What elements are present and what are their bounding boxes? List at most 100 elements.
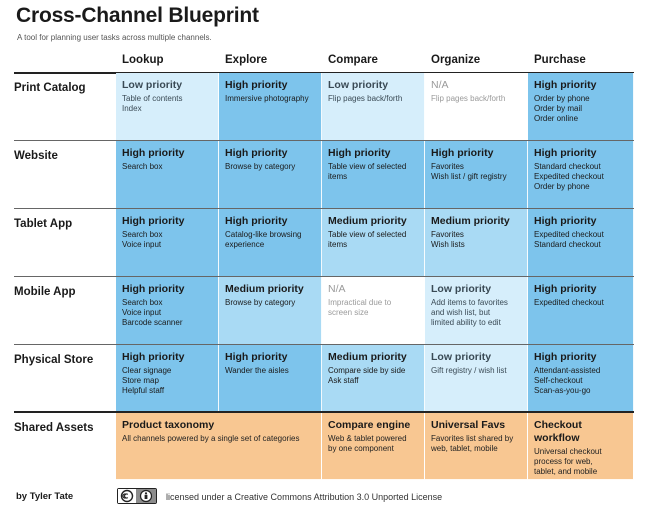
cell-detail: Barcode scanner [122, 318, 183, 327]
cell-detail: Expedited checkout [534, 298, 604, 307]
priority-label: High priority [225, 351, 288, 363]
cell-detail: Table view of selected [328, 162, 407, 171]
priority-label: High priority [534, 79, 597, 91]
priority-label: High priority [431, 147, 494, 159]
cell-detail: Attendant-assisted [534, 366, 601, 375]
cell-detail: screen size [328, 308, 369, 317]
row-header-mobile-app: Mobile App [14, 286, 76, 298]
priority-label: High priority [225, 147, 288, 159]
priority-label: Low priority [122, 79, 183, 91]
priority-label: Medium priority [225, 283, 304, 295]
row-header-physical-store: Physical Store [14, 354, 94, 366]
cell-detail: Expedited checkout [534, 172, 604, 181]
cell-detail: Wish lists [431, 240, 465, 249]
cell-detail: by one component [328, 444, 394, 453]
priority-label: High priority [328, 147, 391, 159]
shared-asset-title: Compare engine [328, 419, 411, 431]
column-header-explore: Explore [225, 54, 268, 66]
cell-detail: Index [122, 104, 142, 113]
priority-label: Low priority [431, 283, 492, 295]
priority-label: Low priority [328, 79, 389, 91]
column-header-purchase: Purchase [534, 54, 586, 66]
cell-detail: Ask staff [328, 376, 359, 385]
cell-detail: Immersive photography [225, 94, 309, 103]
priority-label: Medium priority [328, 351, 407, 363]
cell-detail: Favorites list shared by [431, 434, 514, 443]
cell-detail: web, tablet, mobile [431, 444, 498, 453]
shared-assets-rule [14, 411, 634, 413]
cell-detail: All channels powered by a single set of … [122, 434, 300, 443]
row-header-print-catalog: Print Catalog [14, 82, 86, 94]
shared-asset-title: Product taxonomy [122, 419, 215, 431]
column-header-compare: Compare [328, 54, 378, 66]
cell-detail: Order online [534, 114, 579, 123]
priority-label: High priority [534, 351, 597, 363]
cell-detail: Universal checkout [534, 447, 602, 456]
cell-detail: Browse by category [225, 298, 296, 307]
cell-detail: Helpful staff [122, 386, 165, 395]
cell-detail: Voice input [122, 240, 162, 249]
row-header-tablet-app: Tablet App [14, 218, 73, 230]
priority-label: Medium priority [328, 215, 407, 227]
row-rule [14, 208, 634, 209]
priority-label: Low priority [431, 351, 492, 363]
cell-detail: Scan-as-you-go [534, 386, 591, 395]
page-subtitle: A tool for planning user tasks across mu… [17, 33, 212, 42]
priority-label: High priority [225, 79, 288, 91]
cell-detail: Wander the aisles [225, 366, 289, 375]
cell-detail: Table of contents [122, 94, 183, 103]
cell-detail: Wish list / gift registry [431, 172, 507, 181]
cell-detail: items [328, 172, 348, 181]
cell-detail: tablet, and mobile [534, 467, 598, 476]
cell-detail: Gift registry / wish list [431, 366, 507, 375]
cell-detail: and wish list, but [431, 308, 491, 317]
cell-detail: Search box [122, 230, 163, 239]
cell-detail: Voice input [122, 308, 162, 317]
row-rule [14, 140, 634, 141]
priority-label: High priority [534, 215, 597, 227]
page-title: Cross-Channel Blueprint [16, 4, 259, 27]
cell-detail: Favorites [431, 230, 464, 239]
cell-detail: Order by mail [534, 104, 583, 113]
cell-detail: Compare side by side [328, 366, 406, 375]
cell-detail: Order by phone [534, 94, 590, 103]
cell-detail: limited ability to edit [431, 318, 501, 327]
cell-detail: Favorites [431, 162, 464, 171]
cell-detail: items [328, 240, 348, 249]
priority-label: High priority [122, 283, 185, 295]
row-rule [14, 344, 634, 345]
creative-commons-by-icon[interactable] [117, 488, 157, 504]
cell-detail: Clear signage [122, 366, 172, 375]
cell-detail: Table view of selected [328, 230, 407, 239]
cell-detail: Add items to favorites [431, 298, 508, 307]
column-header-organize: Organize [431, 54, 481, 66]
cell-detail: Browse by category [225, 162, 296, 171]
cell-detail: Standard checkout [534, 240, 601, 249]
cell-detail: experience [225, 240, 265, 249]
cell-detail: Flip pages back/forth [431, 94, 506, 103]
